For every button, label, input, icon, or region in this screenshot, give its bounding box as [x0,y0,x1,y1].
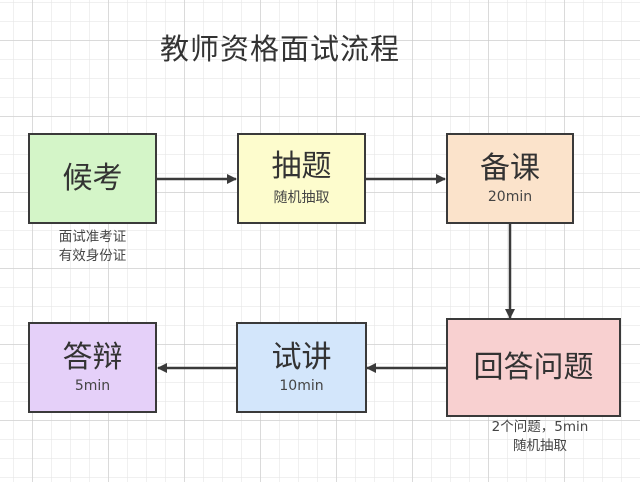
node-label: 答辩 [62,340,123,375]
node-sublabel: 5min [74,378,111,394]
node-label: 试讲 [271,340,332,375]
note-line: 2个问题，5min [491,419,589,435]
node-dabian[interactable]: 答辩 5min [28,322,157,413]
node-houkao[interactable]: 候考 [28,133,157,224]
note-huida: 2个问题，5min 随机抽取 [470,418,610,456]
node-beike[interactable]: 备课 20min [446,133,574,224]
note-line: 随机抽取 [513,438,567,454]
note-houkao: 面试准考证 有效身份证 [28,228,157,266]
diagram-title: 教师资格面试流程 [160,32,401,66]
node-shijiang[interactable]: 试讲 10min [236,322,367,413]
node-sublabel: 随机抽取 [273,190,330,206]
node-label: 备课 [480,151,540,186]
node-label: 抽题 [271,149,332,184]
node-chouti[interactable]: 抽题 随机抽取 [237,133,366,224]
node-huida[interactable]: 回答问题 [446,318,621,417]
node-sublabel: 20min [487,189,533,205]
node-label: 回答问题 [473,350,594,385]
note-line: 面试准考证 [58,229,127,245]
node-label: 候考 [62,161,123,196]
note-line: 有效身份证 [58,248,127,264]
node-sublabel: 10min [279,378,324,394]
